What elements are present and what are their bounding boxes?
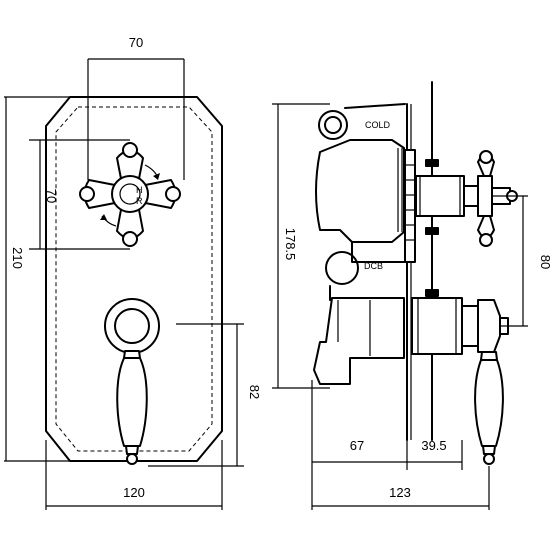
dim-projection-label: 39.5 bbox=[421, 438, 446, 453]
cross-handle: H R bbox=[79, 142, 181, 247]
handle-letter-h: H bbox=[136, 185, 143, 195]
lower-spindle bbox=[411, 297, 509, 465]
plate-outline bbox=[45, 96, 223, 462]
lower-valve-body bbox=[313, 297, 405, 385]
upper-spindle bbox=[415, 81, 518, 297]
handle-letter-r: R bbox=[136, 196, 143, 206]
lever-handle bbox=[104, 298, 160, 465]
dim-valve-spacing-label: 80 bbox=[538, 255, 550, 269]
cold-inlet: COLD bbox=[318, 103, 406, 146]
dim-body-height-label: 178.5 bbox=[283, 228, 298, 261]
dim-lever-offset-label: 82 bbox=[247, 385, 262, 399]
dim-plate-width: 120 bbox=[45, 440, 223, 510]
dim-lever-offset: 82 bbox=[148, 323, 262, 467]
dim-valve-spacing: 80 bbox=[492, 195, 550, 327]
dim-body-height: 178.5 bbox=[272, 103, 330, 389]
dim-inner-height-label: 70 bbox=[44, 189, 59, 203]
dim-inner-height: 70 bbox=[29, 139, 130, 250]
dim-body-depth-label: 67 bbox=[350, 438, 364, 453]
dim-top-width: 70 bbox=[87, 35, 185, 180]
dim-total-height: 210 bbox=[4, 96, 70, 462]
label-dcb: DCB bbox=[364, 261, 383, 271]
plate-inner-outline bbox=[55, 106, 213, 452]
side-view: COLD DCB bbox=[272, 81, 550, 510]
dim-depth-row: 67 39.5 bbox=[311, 380, 463, 470]
label-cold: COLD bbox=[365, 120, 391, 130]
dim-plate-width-label: 120 bbox=[123, 485, 145, 500]
dim-total-height-label: 210 bbox=[10, 247, 25, 269]
dcb-section: DCB bbox=[325, 241, 405, 301]
upper-collar bbox=[404, 149, 416, 263]
dim-total-depth-label: 123 bbox=[389, 485, 411, 500]
upper-valve-body bbox=[315, 139, 405, 243]
dim-total-depth: 123 bbox=[311, 466, 490, 510]
dim-top-width-label: 70 bbox=[129, 35, 143, 50]
front-view: H R 70 70 bbox=[4, 35, 262, 510]
